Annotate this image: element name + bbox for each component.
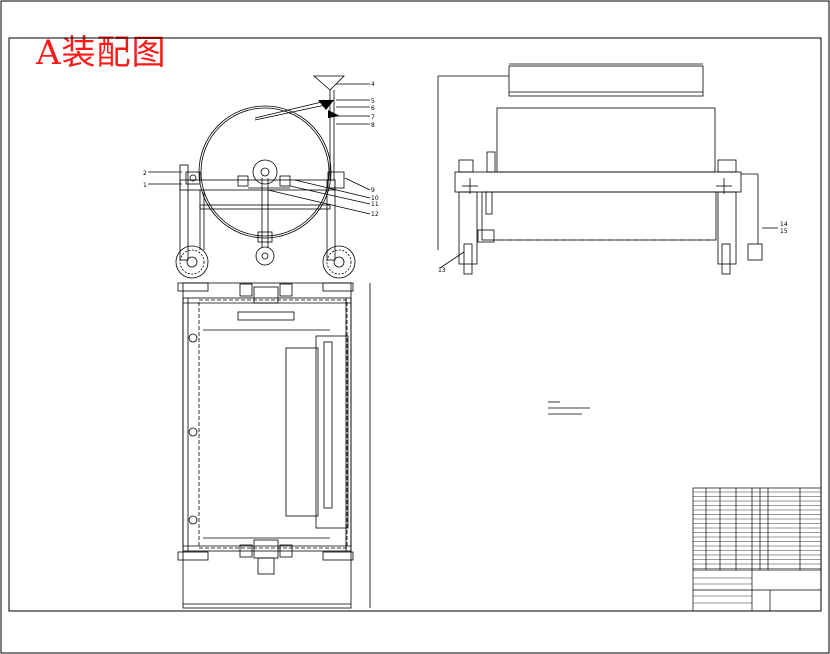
wheel-right	[322, 245, 356, 279]
side-body	[496, 107, 716, 173]
title-block-rows	[693, 491, 821, 604]
part-labels-side: 13 14 15	[438, 221, 788, 274]
part-number-4: 4	[371, 81, 375, 88]
part-number-2: 2	[143, 170, 147, 177]
drum-wheel	[198, 105, 332, 239]
side-post-right	[717, 191, 737, 265]
title-block	[692, 487, 822, 612]
inner-chamber	[285, 347, 319, 517]
part-number-13: 13	[438, 267, 446, 274]
part-number-12: 12	[371, 211, 379, 218]
part-number-15: 15	[780, 228, 788, 235]
part-number-6: 6	[371, 105, 375, 112]
hopper	[312, 75, 345, 91]
wheel-left	[175, 245, 209, 279]
side-wheel-right	[721, 243, 731, 275]
plan-view	[177, 282, 371, 609]
crank-wheel	[255, 246, 275, 266]
drawing-title: A装配图	[36, 33, 167, 73]
side-view	[437, 63, 778, 275]
part-number-14: 14	[780, 221, 788, 228]
side-beam	[454, 171, 742, 193]
part-number-10: 10	[371, 195, 379, 202]
side-hopper	[508, 65, 704, 97]
part-labels-front: 4 5 6 7 8 9 10 11 12 2 1	[143, 81, 379, 218]
side-post-left	[458, 191, 478, 265]
side-wheel-left	[463, 243, 473, 275]
part-number-1: 1	[143, 182, 147, 189]
part-number-7: 7	[371, 114, 375, 121]
inner-border	[8, 37, 822, 612]
part-number-9: 9	[371, 187, 375, 194]
side-motor	[477, 229, 495, 243]
frame-top-beam	[179, 179, 336, 191]
part-number-8: 8	[371, 122, 375, 129]
part-number-5: 5	[371, 98, 375, 105]
technical-notes	[548, 401, 590, 415]
drum-hub	[252, 159, 278, 185]
part-number-11: 11	[371, 201, 379, 208]
front-view	[148, 75, 371, 279]
frame-post-left	[179, 164, 189, 261]
